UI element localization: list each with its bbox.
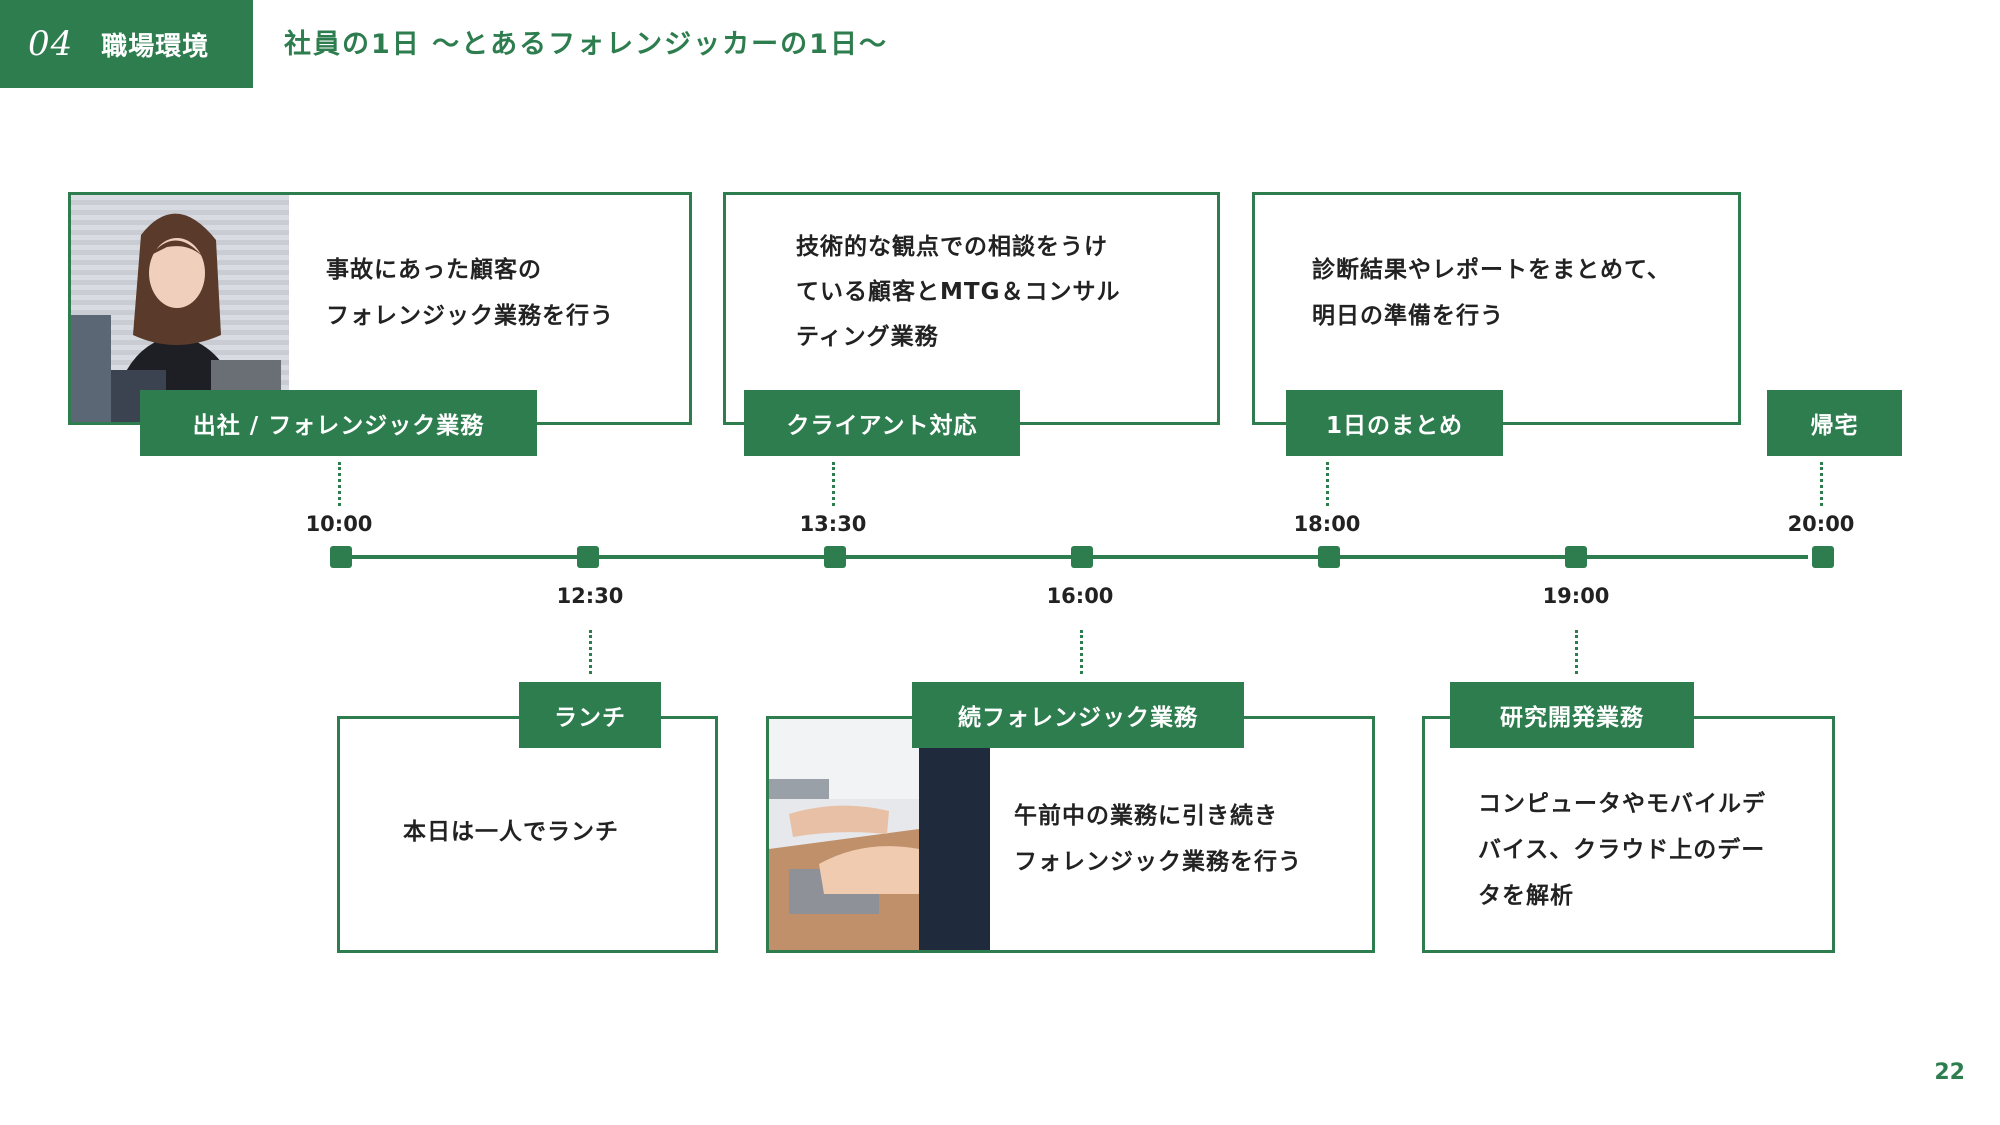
timeline-node bbox=[577, 546, 599, 568]
timeline-node bbox=[824, 546, 846, 568]
connector bbox=[1326, 462, 1329, 506]
tag-research: 研究開発業務 bbox=[1450, 682, 1694, 748]
section-number: 04 bbox=[28, 24, 74, 64]
connector bbox=[832, 462, 835, 506]
card-line: ている顧客とMTG＆コンサル bbox=[796, 279, 1121, 305]
card-lunch: 本日は一人でランチ bbox=[337, 716, 718, 953]
timeline-node bbox=[1071, 546, 1093, 568]
time-label: 18:00 bbox=[1293, 512, 1361, 536]
card-forensics-continued: 午前中の業務に引き続き フォレンジック業務を行う bbox=[766, 716, 1375, 953]
time-label: 10:00 bbox=[305, 512, 373, 536]
timeline-node bbox=[330, 546, 352, 568]
card-line: 本日は一人でランチ bbox=[403, 819, 619, 845]
typing-keyboard-photo bbox=[769, 719, 990, 950]
card-research: コンピュータやモバイルデ バイス、クラウド上のデー タを解析 bbox=[1422, 716, 1835, 953]
card-line: フォレンジック業務を行う bbox=[1014, 849, 1302, 875]
time-label: 19:00 bbox=[1542, 584, 1610, 608]
card-line: バイス、クラウド上のデー bbox=[1478, 837, 1766, 863]
card-line: 明日の準備を行う bbox=[1312, 303, 1504, 329]
tag-go-home: 帰宅 bbox=[1767, 390, 1902, 456]
tag-forensics-continued: 続フォレンジック業務 bbox=[912, 682, 1244, 748]
section-label: 職場環境 bbox=[101, 31, 210, 62]
connector bbox=[338, 462, 341, 506]
page-title: 社員の1日 〜とあるフォレンジッカーの1日〜 bbox=[284, 29, 888, 60]
card-line: 午前中の業務に引き続き bbox=[1014, 803, 1278, 829]
time-label: 12:30 bbox=[556, 584, 624, 608]
section-badge: 04 職場環境 bbox=[0, 0, 253, 88]
card-summary: 診断結果やレポートをまとめて、 明日の準備を行う bbox=[1252, 192, 1741, 425]
card-line: 事故にあった顧客の bbox=[326, 257, 542, 283]
timeline-node bbox=[1565, 546, 1587, 568]
card-line: ティング業務 bbox=[796, 324, 939, 350]
page-number: 22 bbox=[1934, 1060, 1965, 1085]
connector bbox=[1820, 462, 1823, 506]
tag-client: クライアント対応 bbox=[744, 390, 1020, 456]
tag-summary: 1日のまとめ bbox=[1286, 390, 1503, 456]
time-label: 20:00 bbox=[1787, 512, 1855, 536]
card-arrival: 事故にあった顧客の フォレンジック業務を行う bbox=[68, 192, 692, 425]
card-client: 技術的な観点での相談をうけ ている顧客とMTG＆コンサル ティング業務 bbox=[723, 192, 1220, 425]
card-line: タを解析 bbox=[1478, 883, 1574, 909]
card-line: コンピュータやモバイルデ bbox=[1478, 791, 1766, 817]
card-line: フォレンジック業務を行う bbox=[326, 303, 614, 329]
card-line: 技術的な観点での相談をうけ bbox=[796, 234, 1108, 260]
connector bbox=[1080, 630, 1083, 674]
tag-lunch: ランチ bbox=[519, 682, 661, 748]
connector bbox=[589, 630, 592, 674]
card-line: 診断結果やレポートをまとめて、 bbox=[1312, 257, 1671, 283]
woman-portrait-photo bbox=[71, 195, 289, 422]
time-label: 13:30 bbox=[799, 512, 867, 536]
timeline-node bbox=[1318, 546, 1340, 568]
time-label: 16:00 bbox=[1046, 584, 1114, 608]
tag-arrival: 出社 / フォレンジック業務 bbox=[140, 390, 537, 456]
timeline-node bbox=[1812, 546, 1834, 568]
connector bbox=[1575, 630, 1578, 674]
